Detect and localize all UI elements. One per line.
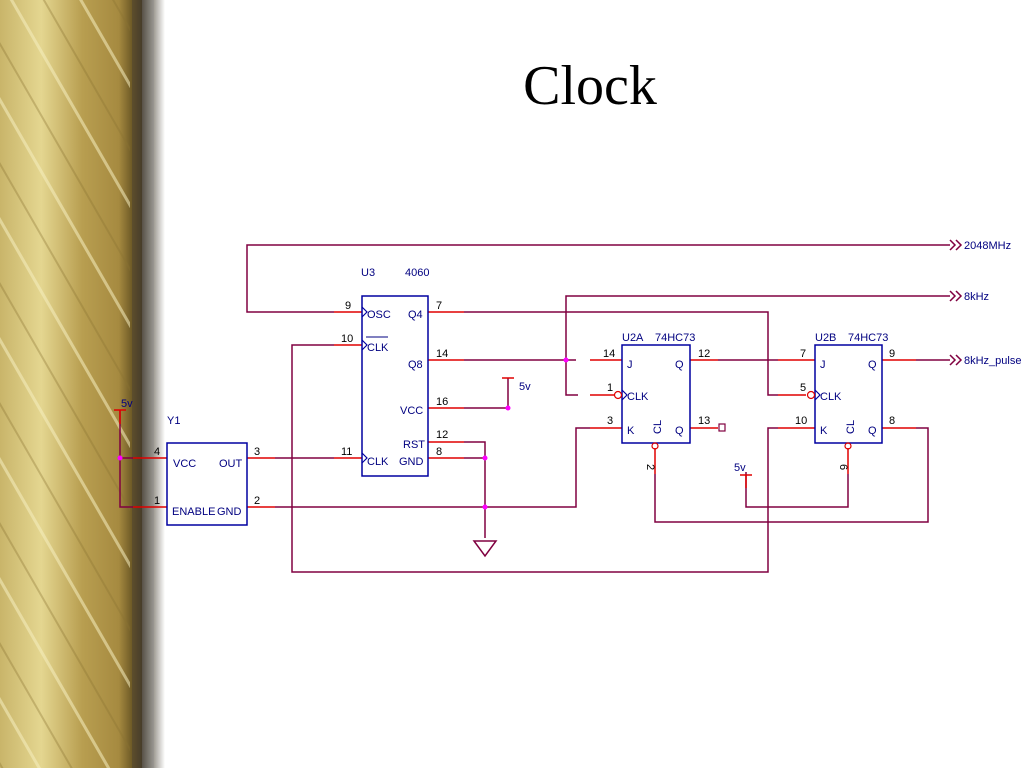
u2b-pin8-name: Q [868, 425, 877, 437]
y1-pin4-name: VCC [173, 458, 196, 470]
u2a-pin3-num: 3 [607, 415, 613, 427]
net-port-8khz: 8kHz [964, 291, 989, 303]
y1-pin3-name: OUT [219, 458, 243, 470]
flipflop-a-part: 74HC73 [655, 332, 695, 344]
u2b-pin8-num: 8 [889, 415, 895, 427]
flipflop-u2b-body [814, 344, 883, 444]
u2b-pin7-name: J [820, 359, 826, 371]
u3-pin12-name: RST [403, 439, 425, 451]
u2a-pin2-num: 2 [644, 464, 656, 470]
u2b-pin10-name: K [820, 425, 828, 437]
u2a-pin13-num: 13 [698, 415, 710, 427]
crystal-ref: Y1 [167, 415, 180, 427]
decorative-rail [0, 0, 165, 768]
flipflop-u2a-body [621, 344, 691, 444]
junctions [117, 357, 569, 510]
u2b-pin9-num: 9 [889, 348, 895, 360]
counter-part: 4060 [405, 267, 429, 279]
u2a-pin14-num: 14 [603, 348, 615, 360]
net-port-arrows [949, 239, 963, 366]
counter-u3-body [361, 295, 429, 477]
power-label-cl: 5v [734, 462, 746, 474]
u3-pin16-name: VCC [400, 405, 423, 417]
u2a-pin14-name: J [627, 359, 633, 371]
u2b-pin10-num: 10 [795, 415, 807, 427]
u2a-pin12-name: Q [675, 359, 684, 371]
pin-stubs [114, 311, 916, 508]
u2b-pin6-num: 6 [837, 464, 849, 470]
u3-pin8-num: 8 [436, 446, 442, 458]
u3-pin8-name: GND [399, 456, 424, 468]
u2a-pin12-num: 12 [698, 348, 710, 360]
power-label-u3: 5v [519, 381, 531, 393]
slide-title: Clock [523, 55, 657, 117]
u3-pin10-name: CLK [367, 342, 389, 354]
power-label-y1: 5v [121, 398, 133, 410]
u3-pin16-num: 16 [436, 396, 448, 408]
wires [119, 244, 950, 573]
y1-pin1-name: ENABLE [172, 506, 215, 518]
crystal-y1-body [166, 442, 248, 526]
u2b-pin6-name: CL [845, 420, 857, 434]
u2b-pin9-name: Q [868, 359, 877, 371]
u2a-pin1-name: CLK [627, 391, 649, 403]
u3-pin14-num: 14 [436, 348, 448, 360]
counter-ref: U3 [361, 267, 375, 279]
u3-pin14-name: Q8 [408, 359, 423, 371]
clock-markers [361, 306, 852, 464]
flipflop-a-ref: U2A [622, 332, 644, 344]
y1-pin3-num: 3 [254, 446, 260, 458]
u2a-pin3-name: K [627, 425, 635, 437]
u2a-pin13-name: Q [675, 425, 684, 437]
u2b-pin7-num: 7 [800, 348, 806, 360]
u3-pin12-num: 12 [436, 429, 448, 441]
u2b-pin5-name: CLK [820, 391, 842, 403]
net-port-2048mhz: 2048MHz [964, 240, 1011, 252]
u3-pin7-num: 7 [436, 300, 442, 312]
ground-symbol [472, 540, 498, 558]
u2a-pin2-name: CL [652, 420, 664, 434]
y1-pin2-num: 2 [254, 495, 260, 507]
u3-pin11-num: 11 [341, 446, 352, 458]
y1-pin2-name: GND [217, 506, 242, 518]
u3-pin9-name: OSC [367, 309, 391, 321]
net-port-8khz-pulse: 8kHz_pulse [964, 355, 1021, 367]
u2b-pin5-num: 5 [800, 382, 806, 394]
flipflop-b-ref: U2B [815, 332, 836, 344]
u2a-pin1-num: 1 [607, 382, 613, 394]
y1-pin1-num: 1 [154, 495, 160, 507]
u3-pin7-name: Q4 [408, 309, 423, 321]
flipflop-b-part: 74HC73 [848, 332, 888, 344]
u3-pin9-num: 9 [345, 300, 351, 312]
u3-pin10-num: 10 [341, 333, 353, 345]
u3-pin11-name: CLK [367, 456, 389, 468]
y1-pin4-num: 4 [154, 446, 160, 458]
